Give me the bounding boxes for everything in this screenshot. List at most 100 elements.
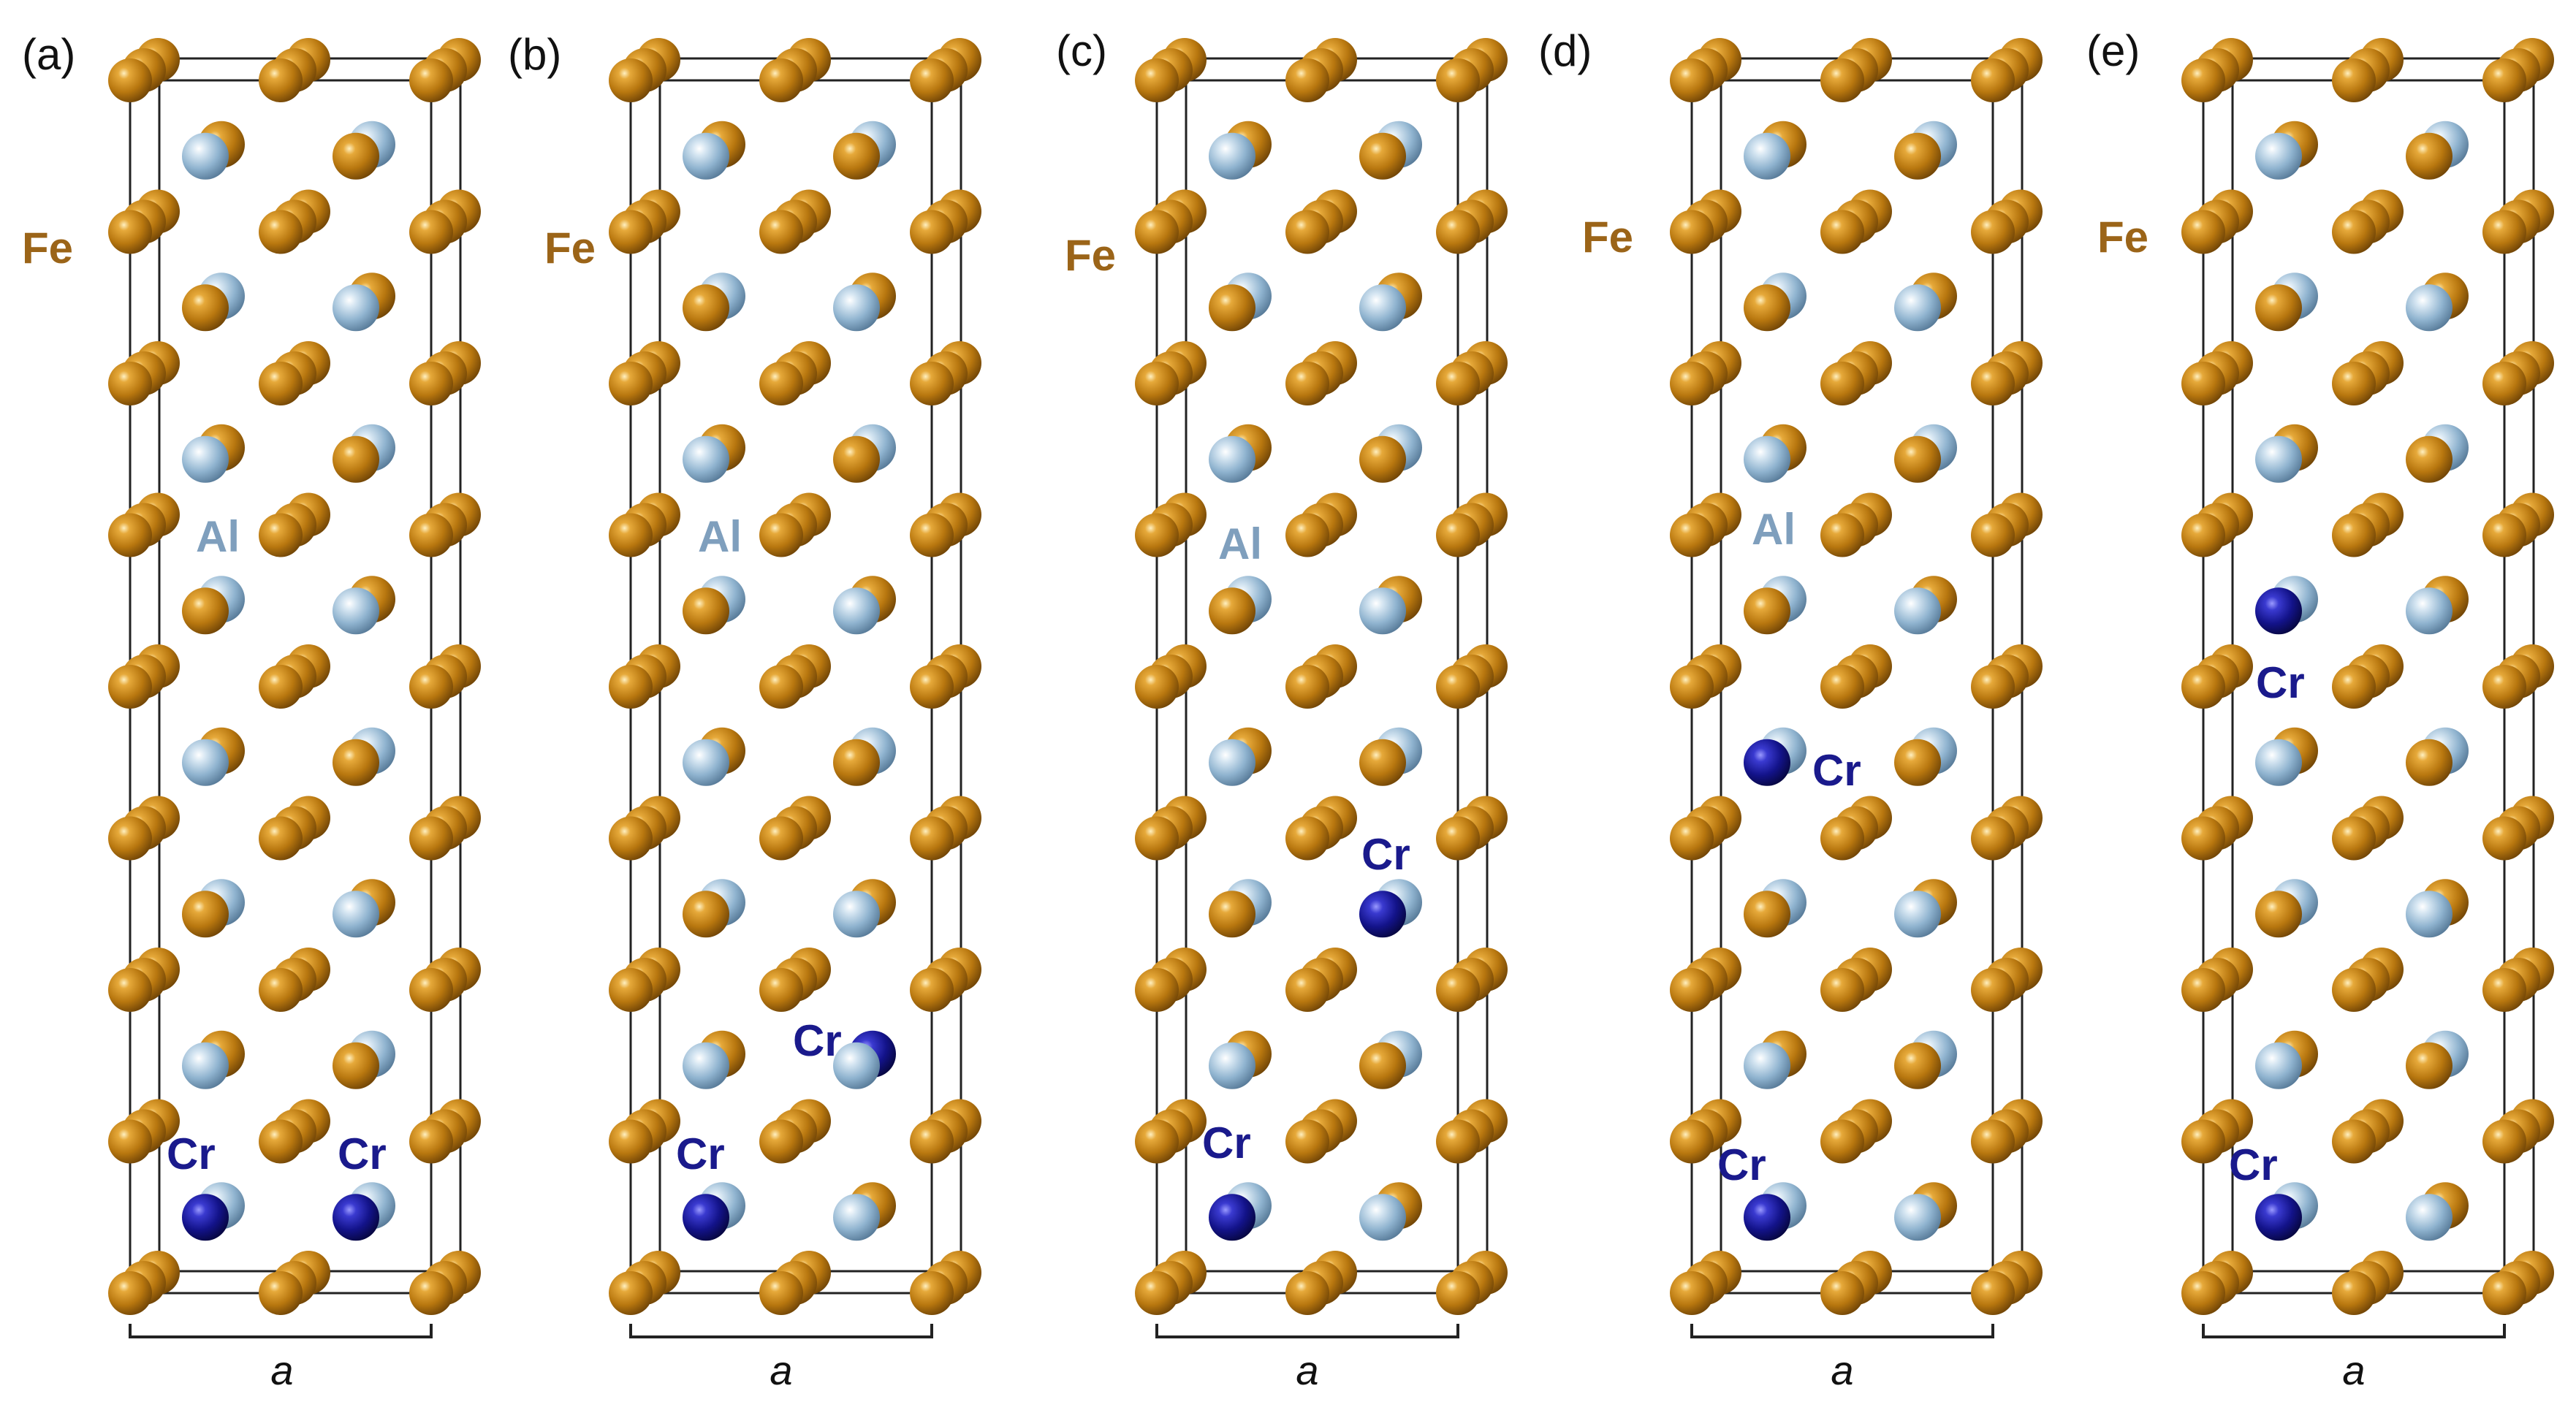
fe-atom [1820, 816, 1864, 861]
fe-atom [2181, 816, 2225, 861]
al-atom [1359, 587, 1406, 635]
fe-atom [2482, 513, 2526, 557]
al-atom [1209, 739, 1255, 786]
al-atom [1744, 1042, 1790, 1089]
fe-atom [182, 284, 229, 332]
fe-atom [1670, 1119, 1714, 1164]
cr-atom [683, 1194, 729, 1241]
fe-atom [2482, 816, 2526, 861]
fe-atom [1744, 587, 1790, 635]
fe-atom [108, 210, 152, 254]
fe-atom [2332, 665, 2376, 709]
lattice-bracket [129, 1324, 433, 1338]
lattice-axis-label: a [2342, 1347, 2365, 1393]
panel-c: (c) Fe Al Cr Cr a [1056, 26, 1508, 1393]
fe-atom [1971, 362, 2015, 405]
al-atom [333, 284, 379, 332]
fe-atom [108, 968, 152, 1012]
cr-atom [2255, 1194, 2302, 1241]
al-atom [2406, 284, 2452, 332]
fe-atom [1135, 513, 1179, 557]
fe-atom [759, 1119, 803, 1164]
cr-atom [2255, 587, 2302, 635]
fe-atom [609, 58, 653, 102]
fe-atom [333, 1042, 379, 1089]
fe-atom [182, 891, 229, 938]
al-atom [2406, 1194, 2452, 1241]
panel-a: (a) Fe Al Cr Cr a [22, 30, 481, 1393]
fe-atom [759, 210, 803, 254]
al-atom [1894, 284, 1941, 332]
fe-atom [833, 132, 880, 180]
fe-atom [333, 739, 379, 786]
fe-atom [2332, 968, 2376, 1012]
fe-label: Fe [1582, 213, 1633, 262]
fe-atom [108, 513, 152, 557]
fe-atom [259, 1119, 303, 1164]
fe-atom [2332, 513, 2376, 557]
al-atom [182, 132, 229, 180]
fe-atom [910, 665, 954, 709]
cr-atom [182, 1194, 229, 1241]
al-atom [333, 587, 379, 635]
fe-atom [910, 1271, 954, 1315]
cr-label: Cr [1717, 1140, 1766, 1189]
al-label: Al [698, 512, 742, 561]
lattice-axis-label: a [1831, 1347, 1853, 1393]
cr-label: Cr [676, 1129, 725, 1178]
fe-atom [259, 968, 303, 1012]
fe-atom [1820, 362, 1864, 405]
panel-d: (d) Fe Al Cr Cr a [1538, 26, 2043, 1393]
fe-atom [2181, 362, 2225, 405]
fe-atom [1209, 284, 1255, 332]
fe-atom [1436, 210, 1480, 254]
cr-atom [1209, 1194, 1255, 1241]
al-atom [1209, 132, 1255, 180]
al-atom [2255, 739, 2302, 786]
fe-atom [910, 513, 954, 557]
fe-atom [1436, 1271, 1480, 1315]
al-atom [1894, 587, 1941, 635]
al-atom [833, 587, 880, 635]
fe-atom [833, 435, 880, 483]
fe-atom [759, 58, 803, 102]
fe-atom [609, 513, 653, 557]
cr-label: Cr [1202, 1119, 1251, 1167]
fe-atom [1209, 587, 1255, 635]
fe-atom [1285, 58, 1329, 102]
fe-atom [2332, 362, 2376, 405]
fe-atom [2181, 665, 2225, 709]
fe-atom [409, 968, 453, 1012]
fe-atom [108, 362, 152, 405]
fe-atom [1436, 968, 1480, 1012]
fe-atom [259, 1271, 303, 1315]
fe-atom [1436, 665, 1480, 709]
fe-atom [108, 1271, 152, 1315]
fe-atom [1285, 968, 1329, 1012]
al-atom [2255, 1042, 2302, 1089]
fe-atom [2332, 58, 2376, 102]
fe-label: Fe [1065, 231, 1116, 280]
fe-atom [2406, 132, 2452, 180]
fe-atom [1135, 58, 1179, 102]
fe-atom [2482, 58, 2526, 102]
fe-atom [910, 968, 954, 1012]
fe-atom [1209, 891, 1255, 938]
fe-atom [759, 1271, 803, 1315]
al-atom [833, 284, 880, 332]
lattice-bracket [1155, 1324, 1459, 1338]
fe-atom [108, 816, 152, 861]
fe-atom [683, 587, 729, 635]
fe-atom [409, 1119, 453, 1164]
fe-atom [1285, 513, 1329, 557]
fe-atom [1894, 132, 1941, 180]
fe-atom [1744, 284, 1790, 332]
fe-atom [609, 1271, 653, 1315]
fe-atom [409, 513, 453, 557]
fe-atom [759, 665, 803, 709]
fe-label: Fe [22, 224, 73, 273]
al-atom [683, 132, 729, 180]
fe-label: Fe [2097, 213, 2148, 262]
fe-atom [1135, 665, 1179, 709]
